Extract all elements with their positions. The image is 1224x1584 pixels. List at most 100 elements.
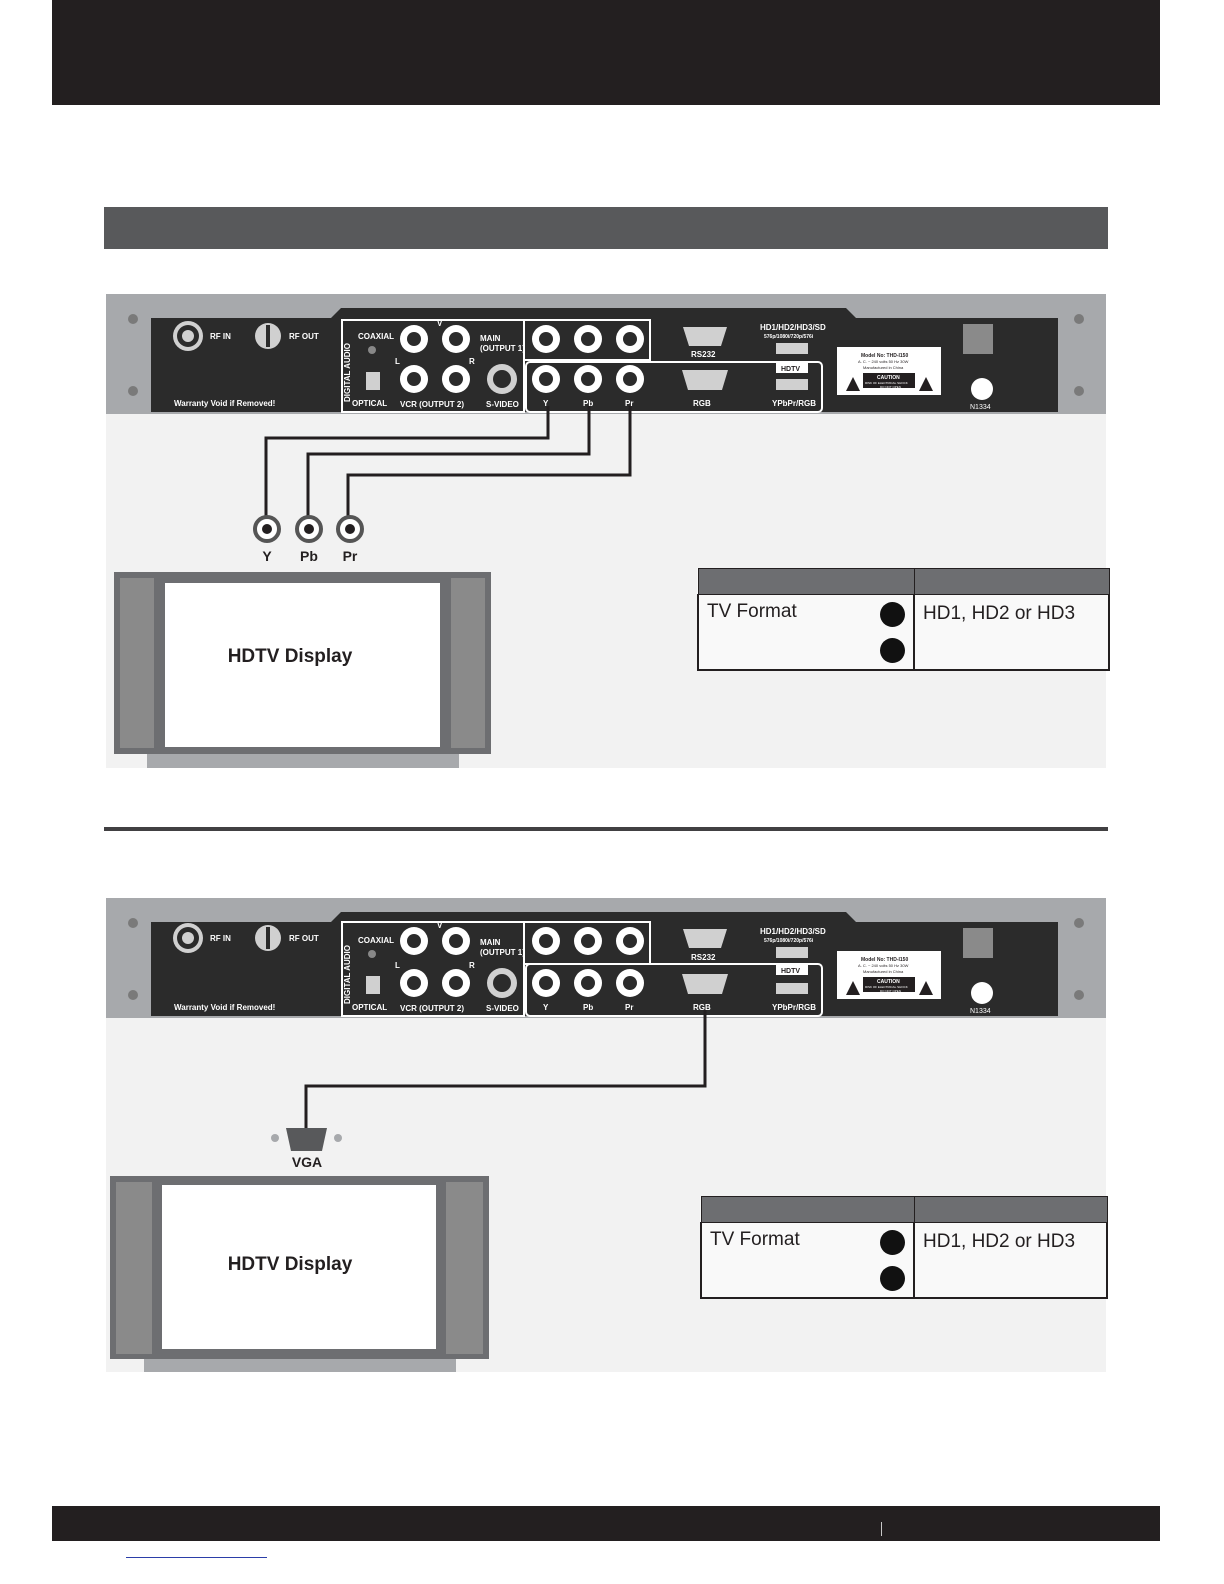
vga-connection-diagram: RF IN RF OUT Warranty Void if Removed! D… — [106, 898, 1108, 1372]
y-label: Y — [543, 1003, 549, 1012]
selected-dot-icon — [880, 601, 905, 627]
hd-modes-label: HD1/HD2/HD3/SD — [760, 927, 826, 936]
hd-modes-label: HD1/HD2/HD3/SD — [760, 323, 826, 332]
rf-in-connector — [173, 923, 203, 953]
jack-v-label: V — [437, 921, 443, 930]
hdtv-output-frame — [525, 361, 823, 413]
hdtv-label: HDTV — [781, 366, 800, 373]
jack-l-label: L — [395, 357, 400, 366]
digital-audio-label: DIGITAL AUDIO — [343, 343, 352, 402]
jack-l-label: L — [395, 961, 400, 970]
tv-screen — [162, 1185, 436, 1349]
rf-out-connector — [255, 925, 281, 951]
rgb-label: RGB — [693, 1003, 711, 1012]
hdtv-label: HDTV — [781, 968, 800, 975]
footer-link-underline — [126, 1557, 267, 1558]
coaxial-label: COAXIAL — [358, 936, 394, 945]
pr-label: Pr — [625, 399, 633, 408]
page-header-bar — [52, 0, 1160, 105]
hd-resolutions-label: 576p/1080i/720p/576i — [764, 334, 814, 340]
rf-in-label: RF IN — [210, 332, 231, 341]
audio-jack-frame — [341, 319, 525, 413]
vga-plug — [271, 1128, 342, 1151]
power-spec: A. C. ~ 240 volts 50 Hz 30W — [858, 963, 909, 968]
cert-code: N1334 — [970, 1008, 991, 1015]
rf-out-label: RF OUT — [289, 934, 319, 943]
optical-label: OPTICAL — [352, 1003, 387, 1012]
page-footer-bar — [52, 1506, 1160, 1541]
jack-r-label: R — [469, 357, 475, 366]
digital-audio-label: DIGITAL AUDIO — [343, 945, 352, 1004]
section-heading-bar — [104, 207, 1108, 249]
chassis-screws — [128, 314, 1084, 396]
caution-text: CAUTION — [877, 979, 900, 985]
do-not-open-text: DO NOT OPEN — [880, 989, 901, 993]
table-row: TV Format HD1, HD2 or HD3 — [697, 594, 1110, 632]
warning-triangle-icon — [919, 377, 933, 391]
y-label: Y — [543, 399, 549, 408]
vcr-output-label: VCR (OUTPUT 2) — [400, 400, 464, 409]
s-video-label: S-VIDEO — [486, 1004, 519, 1013]
hdtv-badge — [776, 965, 808, 975]
selected-dot-icon — [880, 1229, 905, 1255]
cable-end-connectors — [253, 515, 364, 543]
rf-out-connector — [255, 323, 281, 349]
rgb-vga-port — [682, 974, 728, 994]
tv-format-table: TV Format HD1, HD2 or HD3 — [697, 568, 1110, 671]
table-row — [700, 1260, 1108, 1299]
fan-vent — [963, 928, 993, 958]
s-video-label: S-VIDEO — [486, 400, 519, 409]
s-video-port — [487, 364, 517, 394]
table-header-row — [697, 568, 1110, 595]
hd-resolutions-label: 576p/1080i/720p/576i — [764, 938, 814, 944]
main-output-sub-label: (OUTPUT 1) — [480, 948, 525, 957]
display-label: HDTV Display — [227, 646, 353, 667]
hdtv-badge — [776, 363, 808, 373]
chassis-screws — [128, 918, 1084, 1000]
component-cables — [264, 406, 632, 518]
shock-warning: RISK OF ELECTRICAL SHOCK — [865, 381, 908, 385]
tv-format-label: TV Format — [707, 600, 797, 622]
table-header-row — [700, 1196, 1108, 1223]
manufactured-text: Manufactured in China — [863, 365, 904, 370]
rs232-port — [683, 327, 727, 346]
coaxial-jack — [368, 950, 376, 958]
cert-code: N1334 — [970, 404, 991, 411]
ypbpr-rgb-switch — [776, 983, 808, 994]
vga-cable — [304, 1010, 707, 1130]
caution-text: CAUTION — [877, 375, 900, 381]
model-number: Model No: THD-I150 — [861, 957, 908, 963]
rf-out-label: RF OUT — [289, 332, 319, 341]
jack-v-label: V — [437, 319, 443, 328]
ypbpr-rgb-label: YPbPr/RGB — [772, 1003, 816, 1012]
warranty-text: Warranty Void if Removed! — [174, 1003, 275, 1012]
footer-separator — [881, 1522, 882, 1536]
manufactured-text: Manufactured in China — [863, 969, 904, 974]
optical-label: OPTICAL — [352, 399, 387, 408]
tv-format-value: HD1, HD2 or HD3 — [913, 1222, 1108, 1260]
s-video-port — [487, 968, 517, 998]
jack-r-label: R — [469, 961, 475, 970]
main-output-label: MAIN — [480, 938, 501, 947]
section-divider — [104, 827, 1108, 831]
warning-triangle-icon — [846, 377, 860, 391]
table-row — [697, 632, 1110, 671]
row-value — [913, 1260, 1108, 1299]
rca-jacks — [400, 325, 644, 393]
hd-mode-switch — [776, 947, 808, 958]
rf-in-label: RF IN — [210, 934, 231, 943]
warranty-text: Warranty Void if Removed! — [174, 399, 275, 408]
model-number: Model No: THD-I150 — [861, 353, 908, 359]
main-output-label: MAIN — [480, 334, 501, 343]
connector-label-pr: Pr — [342, 548, 358, 564]
table-row: TV Format HD1, HD2 or HD3 — [700, 1222, 1108, 1260]
ypbpr-rgb-switch — [776, 379, 808, 390]
hd-mode-switch — [776, 343, 808, 354]
ypbpr-rgb-label: YPbPr/RGB — [772, 399, 816, 408]
tv-format-value: HD1, HD2 or HD3 — [913, 594, 1110, 632]
rs232-label: RS232 — [691, 350, 716, 359]
selected-dot-icon — [880, 638, 905, 663]
vga-connector-label: VGA — [291, 1154, 323, 1170]
selected-dot-icon — [880, 1266, 905, 1291]
warning-triangle-icon — [846, 981, 860, 995]
